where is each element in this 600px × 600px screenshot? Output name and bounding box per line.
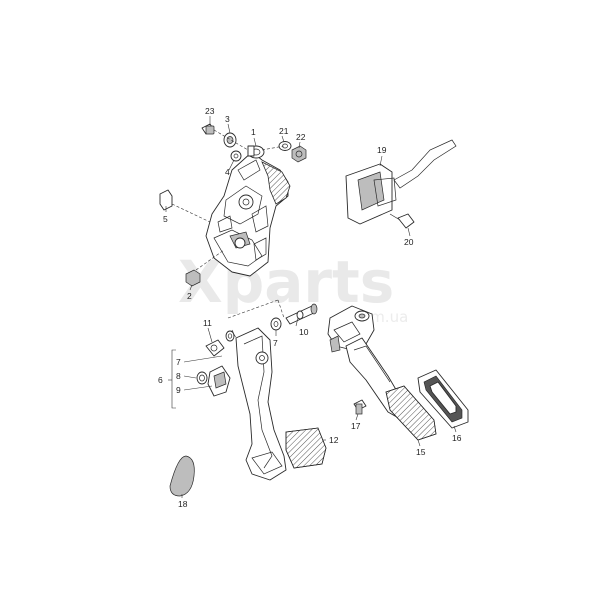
accelerator-pad xyxy=(385,385,437,441)
callout-5: 5 xyxy=(163,214,168,224)
bolt-5 xyxy=(159,189,211,223)
bracket-19 xyxy=(345,139,457,225)
bushing-7-right xyxy=(270,317,282,331)
callout-17: 17 xyxy=(351,421,361,431)
pedal-bracket xyxy=(205,151,291,277)
clutch-pedal xyxy=(235,327,287,481)
screw-20 xyxy=(389,213,415,229)
pad-18 xyxy=(169,455,195,497)
callout-18: 18 xyxy=(178,499,188,509)
bracket-bushing xyxy=(247,145,265,159)
callouts: 23 3 1 21 22 4 5 2 11 6 7 8 9 7 10 12 17… xyxy=(158,106,462,509)
callout-7-right: 7 xyxy=(273,338,278,348)
callout-23: 23 xyxy=(205,106,215,116)
washer-21 xyxy=(278,141,292,151)
leader-lines xyxy=(165,116,457,498)
callout-22: 22 xyxy=(296,132,306,142)
callout-16: 16 xyxy=(452,433,462,443)
callout-10: 10 xyxy=(299,327,309,337)
callout-20: 20 xyxy=(404,237,414,247)
callout-21: 21 xyxy=(279,126,289,136)
nut-2 xyxy=(185,249,225,287)
screw-17 xyxy=(353,399,367,415)
callout-8: 8 xyxy=(176,371,181,381)
pivot-bolt-10 xyxy=(285,303,318,325)
callout-11: 11 xyxy=(203,318,212,328)
callout-15: 15 xyxy=(416,447,426,457)
callout-6: 6 xyxy=(158,375,163,385)
callout-3: 3 xyxy=(225,114,230,124)
callout-12: 12 xyxy=(329,435,339,445)
pedal-cover-16 xyxy=(417,369,469,429)
clutch-pedal-pad xyxy=(285,427,327,469)
spring-assist-9 xyxy=(207,365,231,397)
watermark: Xparts .com.ua xyxy=(178,248,408,326)
watermark-brand: Xparts xyxy=(178,248,394,316)
callout-9: 9 xyxy=(176,385,181,395)
bushing-7-left xyxy=(225,330,235,342)
callout-7-left: 7 xyxy=(176,357,181,367)
callout-1: 1 xyxy=(251,127,256,137)
sleeve-4 xyxy=(230,150,242,162)
callout-2: 2 xyxy=(187,291,192,301)
bushing-3 xyxy=(223,132,237,148)
nut-22 xyxy=(291,145,307,163)
bolt-23 xyxy=(201,123,215,135)
callout-4: 4 xyxy=(225,167,230,177)
callout-19: 19 xyxy=(377,145,387,155)
ring-8 xyxy=(196,371,208,385)
clip-11 xyxy=(205,339,225,357)
